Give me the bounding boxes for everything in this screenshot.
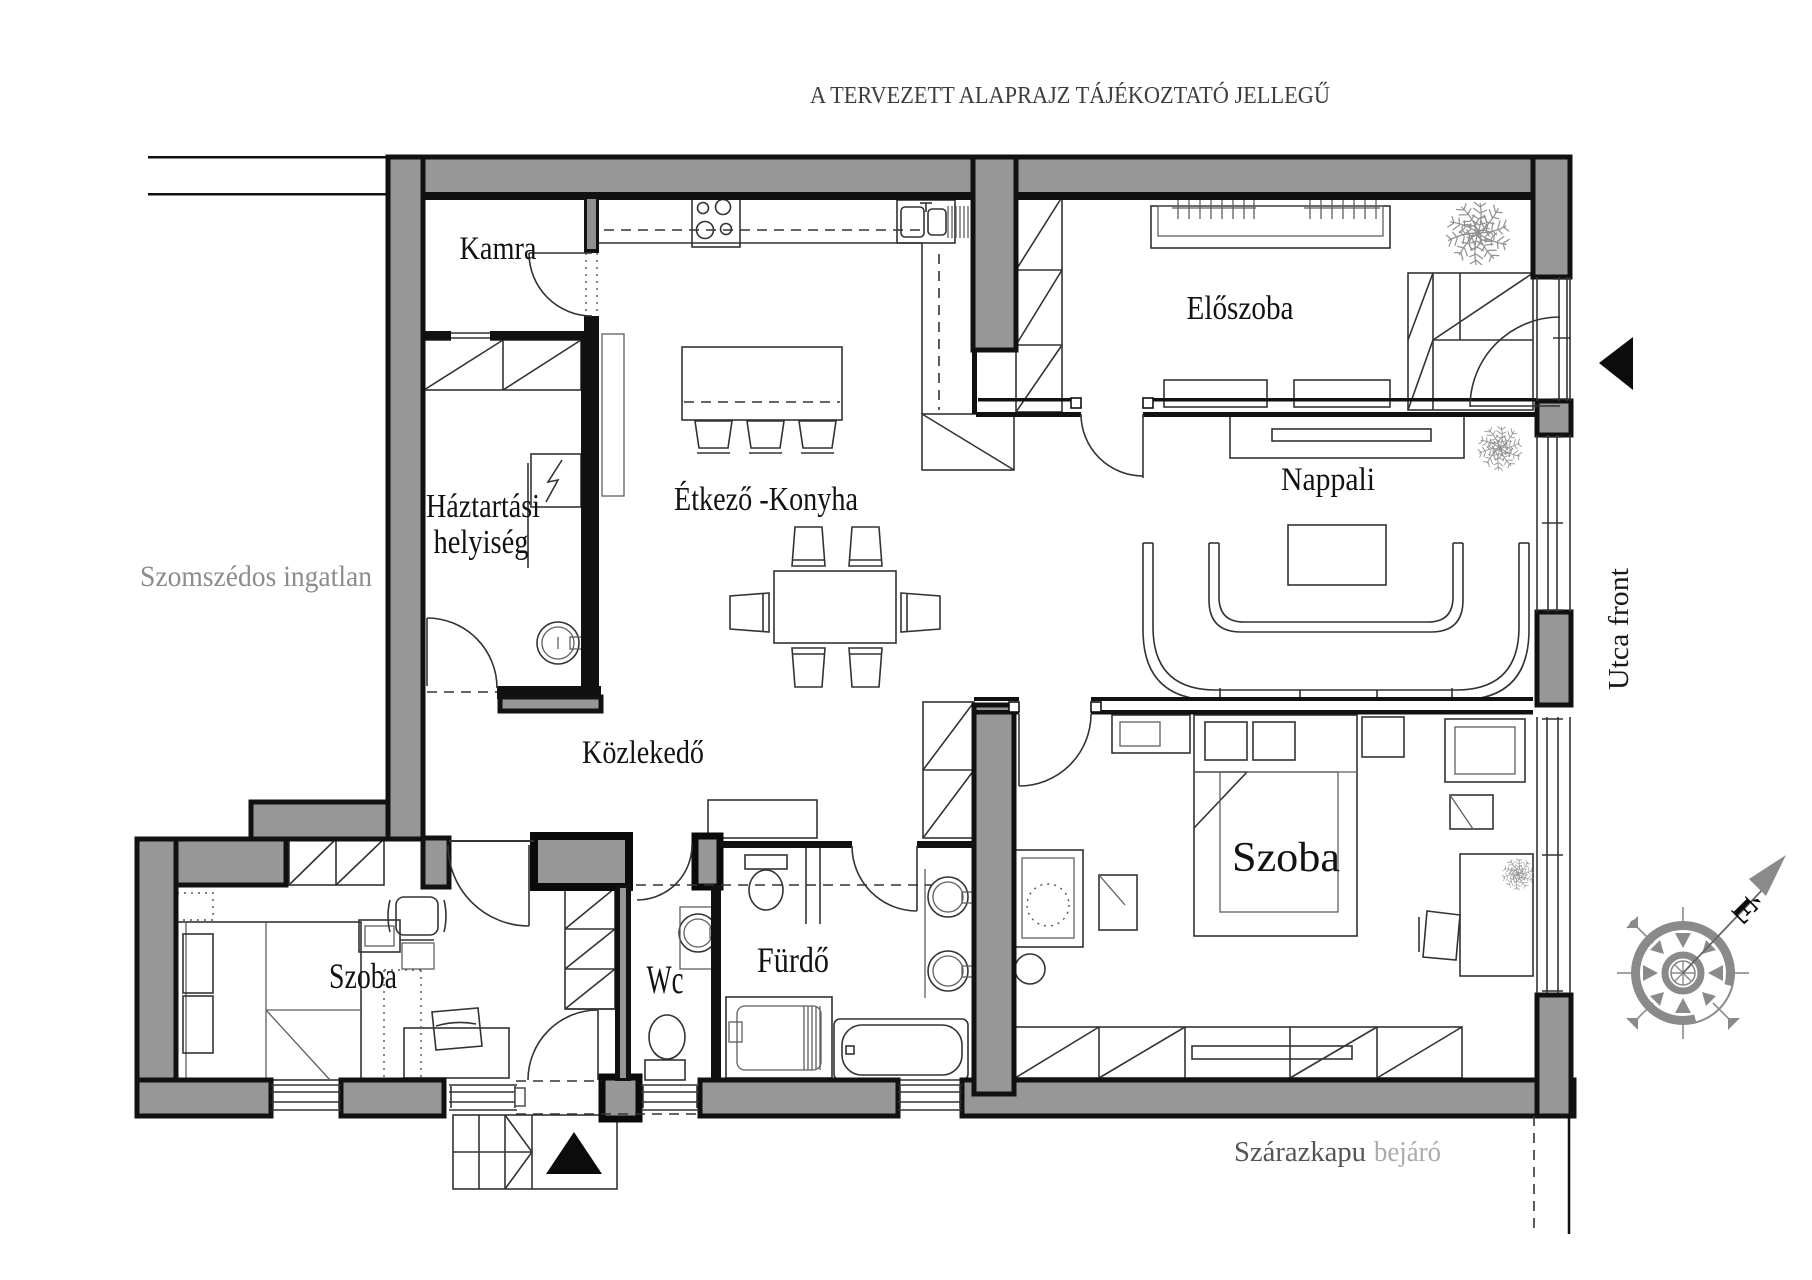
svg-text:Közlekedő: Közlekedő [582, 735, 704, 771]
svg-text:Nappali: Nappali [1281, 462, 1375, 498]
svg-text:Kamra: Kamra [460, 231, 537, 267]
svg-text:Szomszédos ingatlan: Szomszédos ingatlan [140, 560, 372, 593]
svg-text:Fürdő: Fürdő [757, 940, 829, 980]
svg-text:bejáró: bejáró [1374, 1136, 1441, 1168]
svg-text:A TERVEZETT ALAPRAJZ TÁJÉKOZTA: A TERVEZETT ALAPRAJZ TÁJÉKOZTATÓ JELLEGŰ [810, 81, 1330, 109]
svg-text:Szoba: Szoba [1232, 835, 1340, 881]
svg-text:Utca front: Utca front [1604, 568, 1635, 690]
svg-text:Szárazkapu: Szárazkapu [1234, 1136, 1366, 1168]
svg-text:Wc: Wc [647, 957, 684, 1002]
svg-text:helyiség: helyiség [434, 524, 529, 561]
svg-text:Étkező -Konyha: Étkező -Konyha [674, 481, 858, 518]
svg-text:Háztartási: Háztartási [426, 488, 540, 525]
svg-text:Előszoba: Előszoba [1187, 290, 1294, 327]
svg-text:Szoba: Szoba [329, 956, 397, 996]
